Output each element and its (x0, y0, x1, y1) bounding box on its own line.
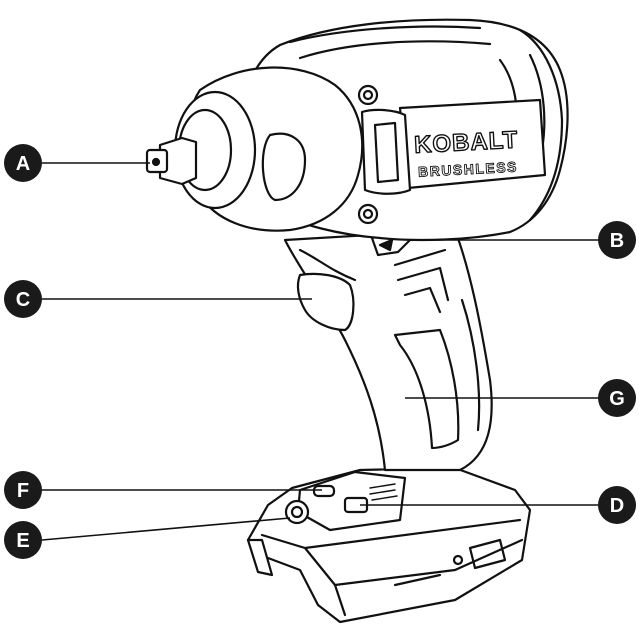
callout-d: D (598, 486, 636, 524)
callout-label-d: D (610, 495, 624, 517)
battery-side-detail (393, 538, 507, 587)
direction-switch-arrow (378, 238, 394, 252)
anvil-detent (151, 157, 161, 167)
callout-label-b: B (610, 230, 624, 252)
anvil (158, 136, 198, 186)
battery-screw (452, 554, 464, 566)
housing-screw-top-inner (362, 89, 374, 101)
trigger-guard (298, 248, 357, 282)
callout-b: B (598, 221, 636, 259)
upper-grip-chevron (393, 248, 450, 314)
housing-screw-bottom-inner (362, 208, 374, 220)
trigger (296, 272, 355, 332)
handle-grip-line (460, 298, 481, 432)
callout-g: G (598, 379, 636, 417)
callout-label-f: F (17, 480, 29, 502)
brand-logo: KOBALT (414, 126, 519, 158)
callout-label-e: E (16, 530, 29, 552)
leader-line-e (41, 517, 291, 541)
handle (283, 228, 493, 472)
handle-grip (393, 328, 460, 450)
rear-cap (518, 28, 564, 222)
gauge-bars (369, 483, 398, 501)
callout-c: C (4, 280, 42, 318)
callout-label-g: G (609, 388, 625, 410)
battery-base-rim (260, 518, 524, 617)
brand-tagline: BRUSHLESS (418, 159, 519, 180)
mode-button-inner (290, 505, 304, 519)
battery-latch-tab (246, 538, 274, 577)
callout-label-c: C (16, 289, 30, 311)
belt-clip-inner (373, 121, 400, 184)
nose-side-bumper (261, 132, 307, 202)
led-button (312, 484, 336, 498)
callout-f: F (4, 471, 42, 509)
callout-a: A (4, 144, 42, 182)
motor-housing-top-ridge (288, 25, 492, 60)
callout-label-a: A (16, 153, 30, 175)
callout-e: E (4, 521, 42, 559)
